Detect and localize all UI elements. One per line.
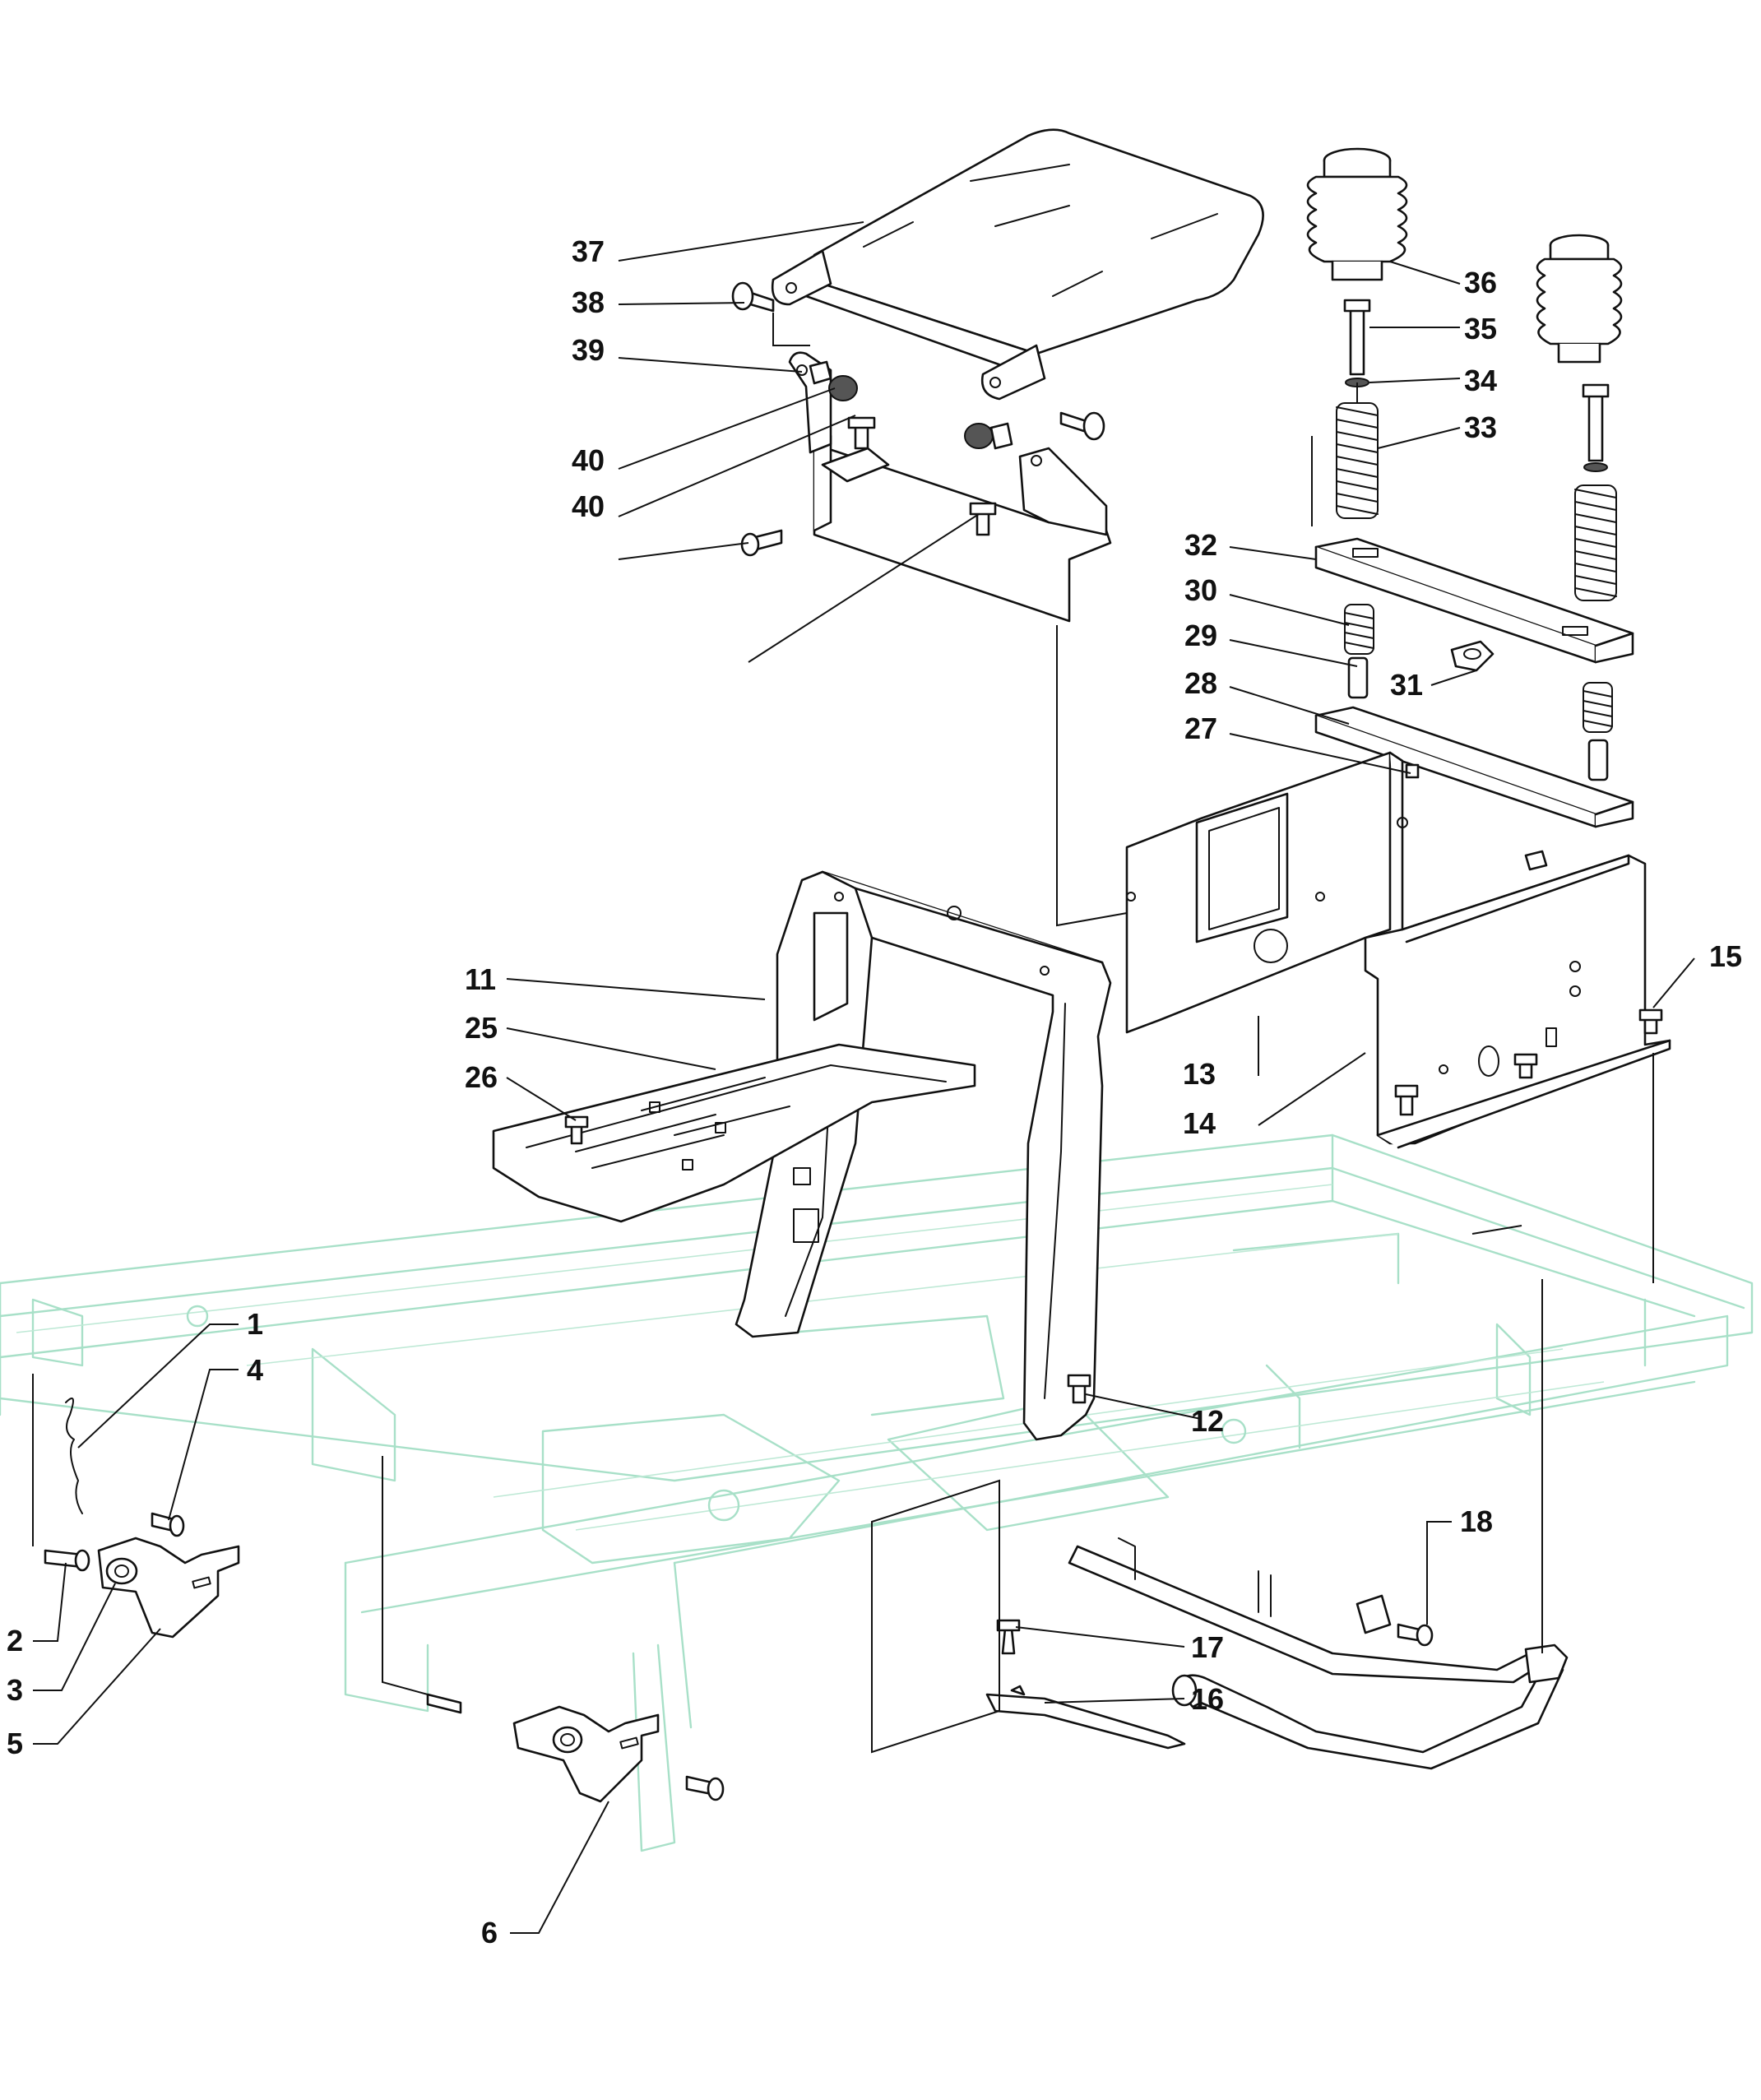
bolts-33 xyxy=(1343,299,1610,472)
callout-29: 31 xyxy=(1390,668,1423,702)
callout-12: 12 xyxy=(1191,1404,1224,1438)
bracket-6 xyxy=(426,1693,725,1803)
footrest-plate-16 xyxy=(985,1685,1186,1750)
callout-11: 11 xyxy=(465,962,496,996)
callout-25: 27 xyxy=(1184,712,1217,745)
foot-plate-20 xyxy=(492,1043,976,1223)
callout-31: 33 xyxy=(1464,410,1497,444)
callout-15: 15 xyxy=(1709,939,1742,973)
assembly-lines xyxy=(32,313,1654,1754)
spacers-27 xyxy=(1347,656,1609,781)
seat-pan-35 xyxy=(771,128,1264,401)
bolt-18 xyxy=(1397,1623,1434,1647)
seat-box-14 xyxy=(1364,854,1671,1149)
callout-26: 28 xyxy=(1184,666,1217,700)
rubber-bushing-38 xyxy=(828,375,858,401)
lower-rail-26 xyxy=(1314,706,1634,828)
callout-36: 38 xyxy=(572,285,605,319)
callout-32: 34 xyxy=(1464,364,1497,397)
callout-33: 35 xyxy=(1464,312,1497,345)
callout-1: 1 xyxy=(247,1307,263,1341)
callout-30: 32 xyxy=(1184,528,1217,562)
callout-4: 4 xyxy=(247,1353,263,1387)
bracket-5 xyxy=(97,1537,240,1639)
callout-22: 26 xyxy=(465,1060,498,1094)
frame-bolt-12 xyxy=(1067,1374,1091,1404)
callout-17: 17 xyxy=(1191,1630,1224,1664)
callout-3: 3 xyxy=(7,1673,23,1707)
hinge-bracket xyxy=(788,351,1112,623)
callout-2: 2 xyxy=(7,1624,23,1657)
callout-5: 5 xyxy=(7,1727,23,1760)
callout-35: 37 xyxy=(572,234,605,268)
bolt-2 xyxy=(44,1549,90,1572)
callout-28: 30 xyxy=(1184,573,1217,607)
roll-frame-11 xyxy=(735,870,1112,1441)
callout-leaders xyxy=(33,221,1695,1934)
clip-29 xyxy=(1450,640,1495,672)
callout-39: 40 xyxy=(572,489,605,523)
seat-box-13 xyxy=(1125,751,1408,1034)
small-springs-28 xyxy=(1344,604,1613,733)
callout-27: 29 xyxy=(1184,619,1217,652)
nut-3 xyxy=(105,1557,138,1585)
rubber-bushing-39 xyxy=(964,423,994,449)
callout-34: 36 xyxy=(1464,266,1497,299)
box-bolts xyxy=(1394,763,1663,1116)
suspension-bellows-34 xyxy=(1306,147,1623,364)
callout-38: 40 xyxy=(572,443,605,477)
callout-37: 39 xyxy=(572,333,605,367)
rear-bar-16 xyxy=(1068,1537,1569,1770)
plate-bolt-22 xyxy=(564,1115,589,1145)
callout-20: 25 xyxy=(465,1011,498,1045)
bolt-4 xyxy=(151,1512,185,1537)
callout-6: 6 xyxy=(481,1916,498,1949)
callout-labels: 37 38 39 40 40 36 35 34 33 32 30 29 31 2… xyxy=(7,234,1742,1949)
hinge-hardware xyxy=(731,281,1105,557)
screw-17 xyxy=(996,1619,1021,1655)
pin-1 xyxy=(65,1398,83,1514)
callout-14: 14 xyxy=(1183,1106,1216,1140)
callout-16: 16 xyxy=(1191,1682,1224,1716)
callout-18: 18 xyxy=(1460,1504,1493,1538)
upper-rail-30 xyxy=(1314,537,1634,664)
callout-13: 13 xyxy=(1183,1057,1216,1091)
